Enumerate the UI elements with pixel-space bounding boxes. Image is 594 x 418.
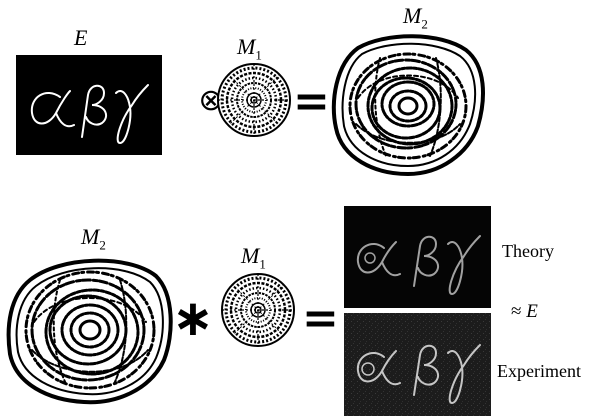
label-M2-bottom: M2 — [81, 224, 106, 253]
label-M1-bottom: M1 — [241, 243, 266, 272]
label-E: E — [74, 25, 88, 50]
mask-M1-top — [216, 62, 292, 138]
convolution-operator: ∗ — [172, 289, 214, 347]
label-M1-top: M1 — [237, 34, 262, 63]
handwritten-alpha-beta-gamma — [30, 84, 149, 145]
theory-caption: Theory — [502, 241, 554, 261]
mask-M2-top — [328, 28, 488, 180]
experiment-result-image — [344, 313, 491, 416]
mask-M1-bottom — [220, 272, 296, 348]
input-image-E — [16, 55, 162, 155]
theory-result-image — [344, 206, 491, 308]
equals-operator-top: = — [293, 76, 330, 127]
equals-operator-bottom: = — [302, 293, 339, 344]
label-M2-top: M2 — [403, 3, 428, 32]
approx-E-caption: ≈ E — [511, 301, 538, 322]
mask-M2-bottom — [4, 250, 176, 408]
experiment-caption: Experiment — [497, 361, 581, 381]
